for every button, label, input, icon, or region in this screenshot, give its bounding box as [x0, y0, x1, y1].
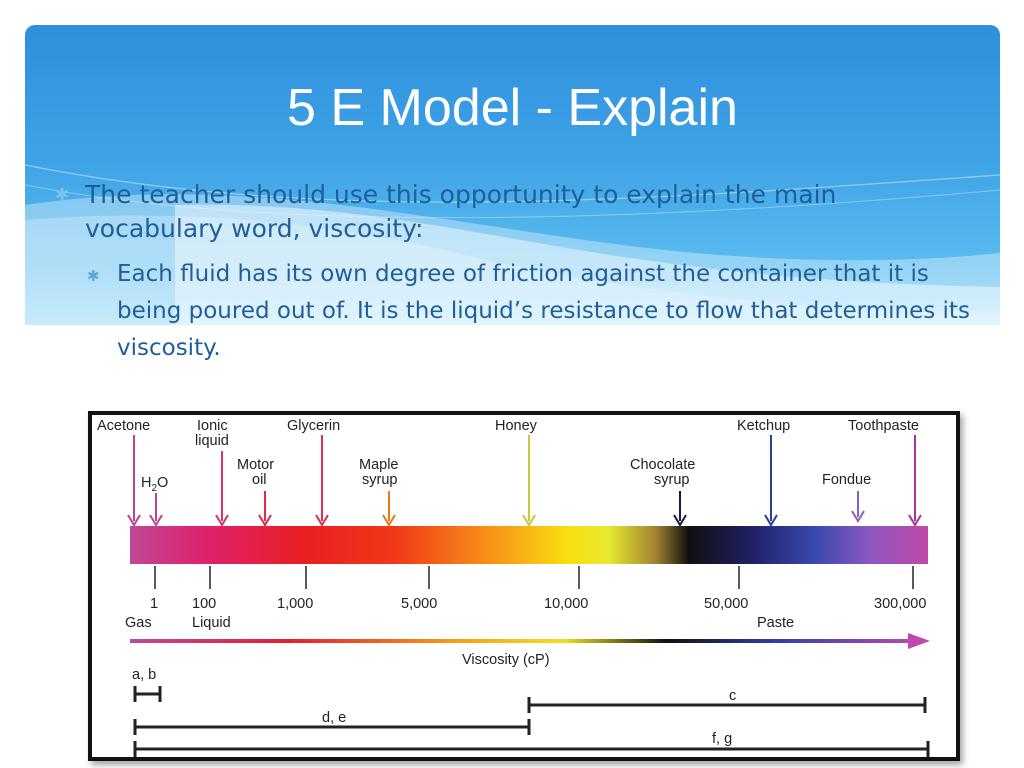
tick-label-1: 1 — [150, 596, 158, 612]
slide-title: 5 E Model - Explain — [287, 79, 738, 137]
range-label-de: d, e — [322, 710, 346, 726]
range-bars — [133, 686, 930, 757]
tick-label-300000: 300,000 — [874, 596, 926, 612]
label-glycerin: Glycerin — [287, 418, 340, 434]
fluid-arrows — [127, 435, 922, 527]
range-label-fg: f, g — [712, 731, 732, 747]
slide-body: ✱ The teacher should use this opportunit… — [55, 178, 975, 367]
label-maple: Maple — [359, 457, 399, 473]
bullet-sub: ✱ Each fluid has its own degree of frict… — [87, 256, 975, 367]
viscosity-spectrum-bar — [130, 526, 928, 564]
viscosity-diagram: Acetone H2O Ionic liquid Motor oil Glyce… — [88, 411, 960, 761]
label-toothpaste: Toothpaste — [848, 418, 919, 434]
wave-decoration — [25, 164, 1000, 325]
tick-label-5000: 5,000 — [401, 596, 437, 612]
label-h2o: H2O — [141, 475, 168, 494]
label-oil: oil — [252, 472, 267, 488]
tick-label-100: 100 — [192, 596, 216, 612]
state-liquid: Liquid — [192, 615, 231, 631]
label-liquid: liquid — [195, 433, 229, 449]
bullet-sub-text: Each fluid has its own degree of frictio… — [117, 261, 970, 361]
tick-label-1000: 1,000 — [277, 596, 313, 612]
label-motor: Motor — [237, 457, 274, 473]
label-ionic: Ionic — [197, 418, 228, 434]
state-paste: Paste — [757, 615, 794, 631]
asterisk-icon: ✱ — [55, 185, 70, 205]
asterisk-icon: ✱ — [87, 267, 100, 285]
tick-label-10000: 10,000 — [544, 596, 588, 612]
viscosity-arrow — [130, 639, 918, 643]
label-chocolate-syrup: syrup — [654, 472, 689, 488]
label-honey: Honey — [495, 418, 538, 434]
viscosity-diagram-svg: Acetone H2O Ionic liquid Motor oil Glyce… — [97, 418, 930, 757]
range-label-c: c — [729, 688, 736, 704]
range-label-ab: a, b — [132, 667, 156, 683]
label-syrup: syrup — [362, 472, 397, 488]
label-fondue: Fondue — [822, 472, 871, 488]
label-chocolate: Chocolate — [630, 457, 695, 473]
viscosity-arrowhead — [908, 633, 930, 649]
header-banner — [25, 25, 1000, 325]
label-ketchup: Ketchup — [737, 418, 790, 434]
axis-ticks — [154, 566, 914, 589]
bullet-main: ✱ The teacher should use this opportunit… — [55, 178, 975, 246]
state-gas: Gas — [125, 615, 152, 631]
label-acetone: Acetone — [97, 418, 150, 434]
axis-label: Viscosity (cP) — [462, 652, 550, 668]
bullet-main-text: The teacher should use this opportunity … — [85, 180, 837, 243]
tick-label-50000: 50,000 — [704, 596, 748, 612]
